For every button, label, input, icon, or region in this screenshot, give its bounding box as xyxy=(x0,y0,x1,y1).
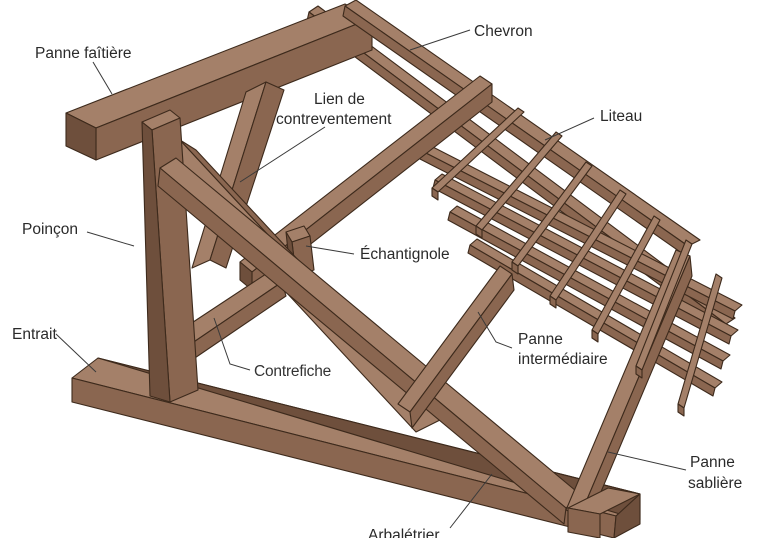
label-panne-sab-line2: sablière xyxy=(688,475,742,492)
label-liteau: Liteau xyxy=(600,108,642,125)
leader-panne-intermediaire xyxy=(477,311,513,349)
label-contrefiche: Contrefiche xyxy=(254,363,331,380)
leader-echantignole xyxy=(305,245,355,255)
label-chevron: Chevron xyxy=(474,23,533,40)
label-panne-int-line2: intermédiaire xyxy=(518,351,608,368)
leader-lien xyxy=(239,126,326,183)
leader-liteau xyxy=(544,117,595,141)
leader-poincon xyxy=(86,231,135,247)
label-panne-faitiere: Panne faîtière xyxy=(35,45,132,62)
battens-liteaux xyxy=(431,107,723,417)
purlin-intermediate-front xyxy=(397,265,515,429)
leader-arbaletrier xyxy=(449,473,493,529)
label-lien-line2: contreventement xyxy=(276,111,392,128)
wall-plate-panne-sabliere xyxy=(567,487,641,538)
leader-panne-faitiere xyxy=(92,61,113,95)
label-arbaletrier: Arbalétrier xyxy=(368,527,440,538)
purlin-panne-intermediaire xyxy=(239,75,493,291)
label-entrait: Entrait xyxy=(12,326,57,343)
label-lien-line1: Lien de xyxy=(314,91,365,108)
labels: Panne faîtière Chevron Lien de contreven… xyxy=(12,23,742,538)
leader-contrefiche xyxy=(213,317,251,371)
leader-panne-sabliere xyxy=(607,451,687,471)
leader-lines xyxy=(55,29,687,529)
leader-entrait xyxy=(55,333,97,373)
ridge-beam-panne-faitiere xyxy=(65,3,373,161)
label-echantignole: Échantignole xyxy=(360,246,450,263)
leader-chevron xyxy=(409,29,471,51)
label-poincon: Poinçon xyxy=(22,221,78,238)
label-panne-sab-line1: Panne xyxy=(690,454,735,471)
tie-beam-entrait xyxy=(71,357,641,538)
label-panne-int-line1: Panne xyxy=(518,331,563,348)
